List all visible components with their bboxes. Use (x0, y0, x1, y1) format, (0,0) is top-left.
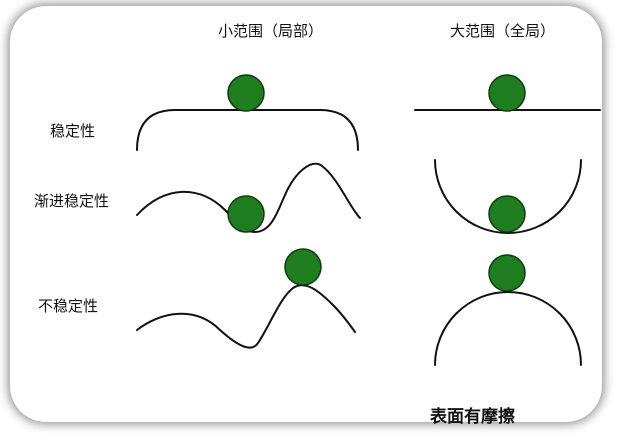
ball-local-stable (227, 74, 265, 112)
global-asymptotic-surface (434, 159, 582, 234)
local-asymptotic-surface (136, 162, 361, 234)
header-global: 大范围（全局） (450, 22, 556, 40)
global-unstable-surface (434, 291, 582, 366)
label-unstable: 不稳定性 (38, 297, 99, 315)
header-local: 小范围（局部） (218, 22, 324, 40)
ball-global-stable (488, 74, 526, 112)
label-stable: 稳定性 (50, 122, 96, 140)
friction-note: 表面有摩擦 (430, 407, 515, 427)
ball-local-unstable (284, 248, 322, 286)
local-unstable-surface (136, 284, 356, 349)
local-stable-surface (136, 109, 359, 151)
ball-global-unstable (488, 254, 526, 292)
ball-local-asymptotic (227, 195, 265, 233)
label-asymptotic: 渐进稳定性 (34, 192, 110, 210)
ball-global-asymptotic (488, 195, 526, 233)
